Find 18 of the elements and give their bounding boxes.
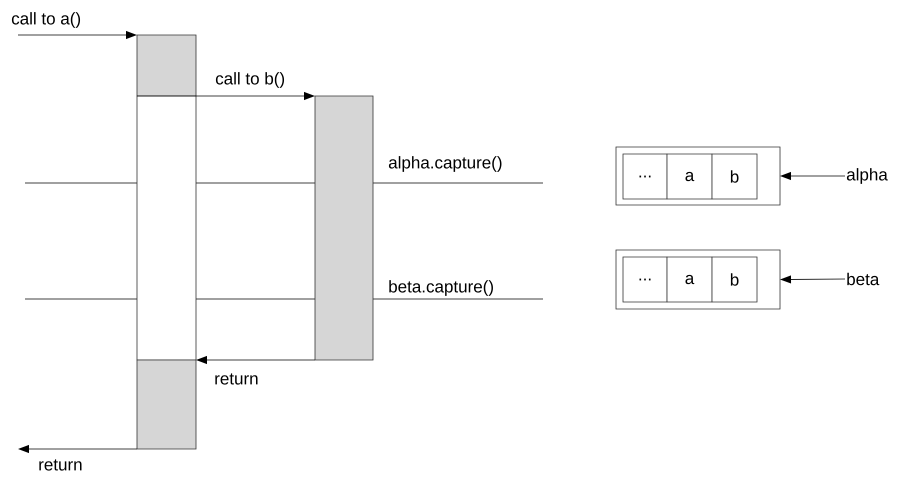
edge-label: call to a() (12, 12, 80, 28)
stack-cell: ... (622, 154, 668, 200)
capture-label: alpha.capture() (388, 156, 502, 172)
stack-cell: a (666, 154, 712, 200)
edge-label: return (215, 373, 258, 385)
activation-bar (314, 96, 374, 360)
edge-label: return (39, 459, 82, 471)
stack-cell: b (712, 154, 758, 200)
pointer-label: alpha (846, 168, 888, 184)
edge-label: call to b() (216, 72, 284, 88)
activation-bar (136, 34, 196, 96)
stack-cell: a (666, 256, 712, 302)
stack-cell: b (712, 256, 758, 302)
stack-cell: ... (622, 256, 668, 302)
capture-label: beta.capture() (389, 280, 493, 296)
frame-box (136, 96, 196, 360)
pointer-label: beta (847, 272, 880, 286)
activation-bar (136, 360, 196, 450)
